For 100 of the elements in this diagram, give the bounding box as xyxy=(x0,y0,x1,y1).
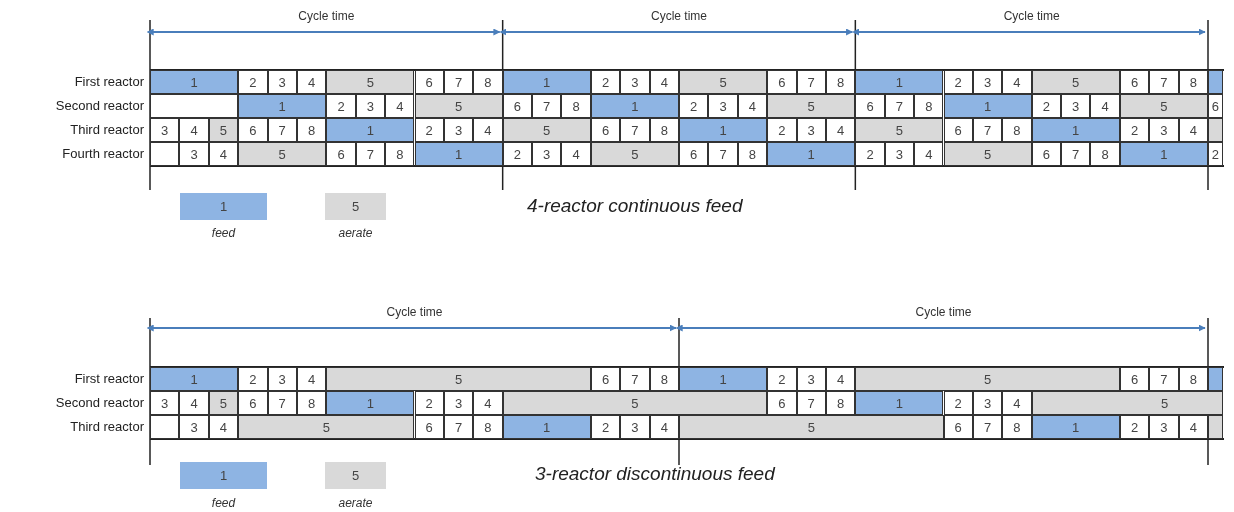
legend-label: feed xyxy=(211,226,236,240)
phase-bar xyxy=(796,70,826,94)
phase-number: 6 xyxy=(1130,372,1139,386)
aerate-phase-bar xyxy=(679,415,944,439)
phase-number: 2 xyxy=(866,147,874,161)
phase-number: 4 xyxy=(308,75,316,89)
phase-number: 3 xyxy=(190,420,198,434)
phase-bar xyxy=(443,118,474,142)
phase-number: 2 xyxy=(513,147,521,161)
phase-bar xyxy=(414,391,444,415)
phase-number: 8 xyxy=(1189,75,1197,89)
phase-bar xyxy=(502,94,533,118)
phase-number: 1 xyxy=(807,147,815,161)
phase-number: 4 xyxy=(484,123,492,137)
phase-bar xyxy=(355,94,386,118)
phase-number: 4 xyxy=(660,420,668,434)
phase-bar xyxy=(825,118,856,142)
phase-number: 7 xyxy=(1160,372,1168,386)
phase-number: 2 xyxy=(778,372,786,386)
phase-bar xyxy=(649,415,679,439)
phase-bar xyxy=(590,118,621,142)
phase-bar xyxy=(972,70,1003,94)
phase-bar xyxy=(326,94,356,118)
phase-number: 1 xyxy=(1072,123,1080,137)
phase-number: 3 xyxy=(807,372,815,386)
phase-bar xyxy=(1119,118,1150,142)
phase-number: 5 xyxy=(278,147,286,161)
phase-bar xyxy=(1002,70,1032,94)
phase-bar xyxy=(179,415,209,439)
phase-bar xyxy=(1178,70,1208,94)
phase-number: 6 xyxy=(1042,147,1050,161)
phase-number: 6 xyxy=(778,396,786,410)
phase-number: 1 xyxy=(454,147,463,161)
phase-number: 3 xyxy=(543,147,551,161)
phase-number: 4 xyxy=(1101,99,1109,113)
phase-bar xyxy=(208,142,239,166)
phase-number: 6 xyxy=(1211,99,1219,113)
phase-number: 5 xyxy=(1160,99,1168,113)
phase-bar xyxy=(238,391,268,415)
phase-bar xyxy=(767,118,797,142)
phase-bar xyxy=(943,118,973,142)
phase-number: 5 xyxy=(366,75,374,89)
phase-bar xyxy=(561,94,591,118)
phase-bar xyxy=(1031,94,1062,118)
phase-bar xyxy=(1208,142,1223,166)
phase-number: 7 xyxy=(278,123,286,137)
aerate-phase-bar xyxy=(943,142,1032,166)
phase-number: 2 xyxy=(1211,147,1219,161)
reactor-label: Second reactor xyxy=(55,395,144,410)
phase-bar xyxy=(238,367,268,391)
phase-bar xyxy=(943,415,973,439)
phase-bar xyxy=(473,118,503,142)
phase-number: 6 xyxy=(866,99,874,113)
phase-number: 2 xyxy=(1042,99,1050,113)
aerate-phase-bar xyxy=(767,94,856,118)
phase-bar xyxy=(737,142,768,166)
phase-bar xyxy=(737,94,768,118)
phase-number: 3 xyxy=(807,123,815,137)
phase-bar xyxy=(1149,367,1179,391)
aerate-phase-bar xyxy=(238,415,415,439)
phase-number: 6 xyxy=(513,99,521,113)
phase-number: 8 xyxy=(484,420,492,434)
phase-bar xyxy=(1149,415,1179,439)
feed-phase-bar xyxy=(326,391,415,415)
phase-number: 4 xyxy=(308,372,316,386)
phase-number: 3 xyxy=(1072,99,1080,113)
phase-bar xyxy=(590,415,621,439)
phase-bar xyxy=(150,142,180,166)
phase-number: 7 xyxy=(895,99,903,113)
feed-phase-bar xyxy=(679,367,768,391)
phase-number: 4 xyxy=(1013,396,1021,410)
feed-phase-bar xyxy=(502,70,591,94)
phase-number: 4 xyxy=(190,123,198,137)
phase-number: 4 xyxy=(748,99,757,113)
phase-number: 7 xyxy=(631,372,639,386)
feed-phase-bar xyxy=(855,391,944,415)
phase-number: 4 xyxy=(219,420,228,434)
phase-number: 4 xyxy=(837,123,845,137)
phase-number: 7 xyxy=(454,75,463,89)
phase-bar xyxy=(296,118,327,142)
phase-bar xyxy=(1031,142,1062,166)
phase-bar xyxy=(679,142,709,166)
phase-bar xyxy=(590,367,621,391)
phase-bar xyxy=(708,142,738,166)
phase-bar xyxy=(267,70,297,94)
phase-number: 1 xyxy=(719,123,727,137)
phase-number: 1 xyxy=(543,420,551,434)
phase-number: 3 xyxy=(278,75,286,89)
phase-bar xyxy=(649,70,679,94)
phase-number: 3 xyxy=(631,420,639,434)
phase-number: 8 xyxy=(308,123,316,137)
phase-number: 1 xyxy=(631,99,639,113)
aerate-phase-bar xyxy=(326,367,591,391)
feed-phase-bar xyxy=(1031,118,1120,142)
phase-number: 7 xyxy=(454,420,463,434)
phase-number: 3 xyxy=(1160,420,1168,434)
phase-number: 1 xyxy=(895,75,903,89)
phase-bar xyxy=(238,118,268,142)
phase-number: 8 xyxy=(1013,123,1021,137)
phase-bar xyxy=(296,367,327,391)
